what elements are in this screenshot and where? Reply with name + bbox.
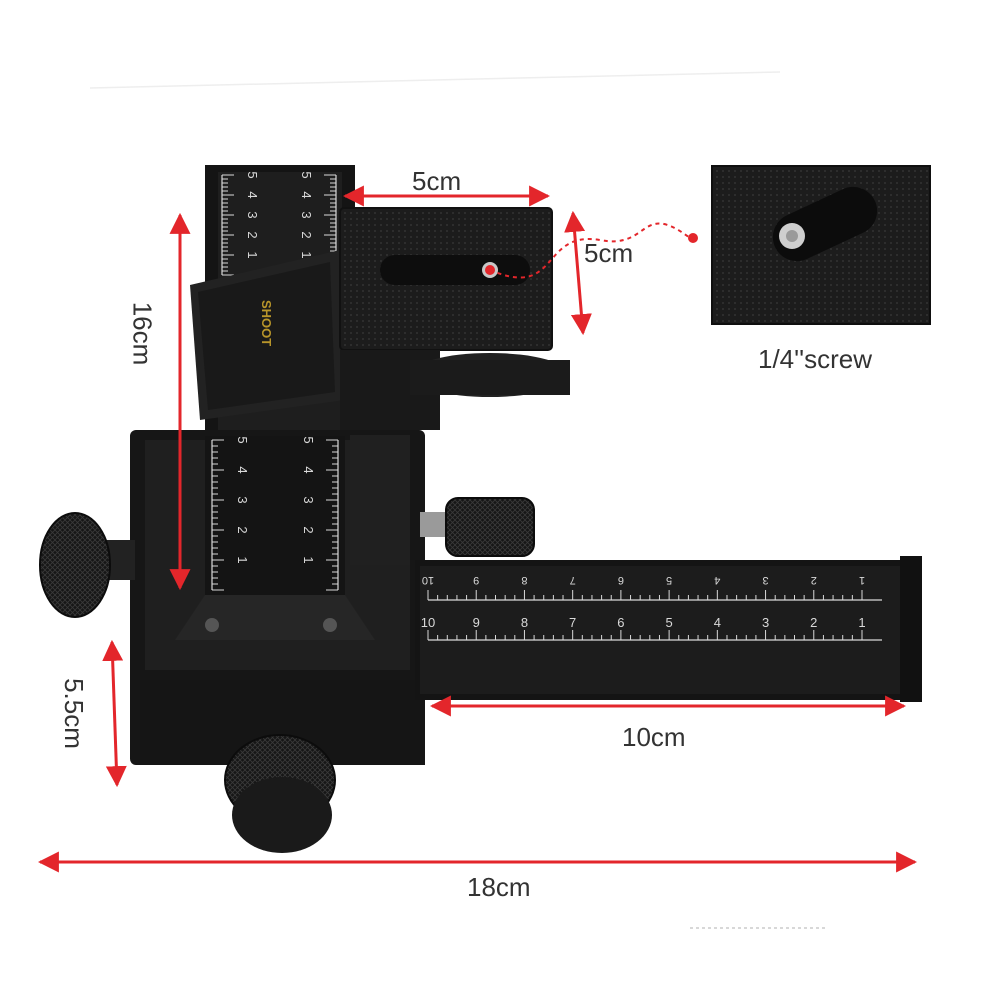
scale-tick-label: 6 (618, 574, 624, 586)
dimension-lines (37, 185, 918, 873)
scale-tick-label: 5 (245, 171, 260, 178)
scale-tick-label: 1 (859, 574, 865, 586)
scale-tick-label: 10 (422, 574, 434, 586)
main-block: 1 1 2 2 3 3 4 4 5 5 (130, 430, 425, 765)
connector-dot (485, 265, 495, 275)
scale-tick-label: 5 (301, 436, 316, 443)
scale-tick-label: 4 (299, 191, 314, 198)
connector-dot (688, 233, 698, 243)
label-rail-length: 10cm (622, 722, 686, 752)
bottom-knob-icon (224, 734, 336, 853)
scale-tick-label: 3 (762, 615, 769, 630)
right-knob-icon (420, 497, 535, 557)
scale-tick-label: 2 (245, 231, 260, 238)
scale-tick-label: 5 (235, 436, 250, 443)
hex-screw-icon (323, 618, 337, 632)
scale-tick-label: 3 (245, 211, 260, 218)
scale-tick-label: 2 (810, 615, 817, 630)
scale-tick-label: 1 (301, 556, 316, 563)
scale-tick-label: 7 (569, 615, 576, 630)
scale-tick-label: 1 (245, 251, 260, 258)
screw-slot (380, 255, 530, 285)
brand-logo: SHOOT (259, 300, 274, 346)
scale-tick-label: 3 (762, 574, 768, 586)
scale-tick-label: 9 (473, 615, 480, 630)
scale-tick-label: 5 (665, 615, 672, 630)
dim-line-plate-depth (564, 210, 592, 336)
scale-tick-label: 2 (235, 526, 250, 533)
scale-tick-label: 6 (617, 615, 624, 630)
scale-tick-label: 5 (299, 171, 314, 178)
scale-tick-label: 2 (811, 574, 817, 586)
label-total-width: 18cm (467, 872, 531, 902)
horizontal-rail-scale: 10 9 8 7 6 5 4 3 2 1 10 9 8 7 6 5 4 3 2 1 (421, 574, 882, 641)
scale-tick-label: 8 (521, 574, 527, 586)
scale-tick-label: 1 (299, 251, 314, 258)
guide-line (89, 71, 781, 89)
scale-tick-label: 4 (235, 466, 250, 473)
label-base-height: 5.5cm (58, 678, 89, 749)
scale-tick-label: 4 (714, 574, 720, 586)
scale-tick-label: 4 (245, 191, 260, 198)
scale-tick-label: 8 (521, 615, 528, 630)
scale-tick-label: 2 (299, 231, 314, 238)
scale-tick-label: 10 (421, 615, 435, 630)
left-knob-icon (39, 512, 135, 618)
scale-tick-label: 4 (301, 466, 316, 473)
scale-tick-label: 1 (858, 615, 865, 630)
scale-tick-label: 3 (235, 496, 250, 503)
label-vertical-length: 16cm (127, 301, 158, 366)
top-clamp-plate (190, 207, 570, 430)
dim-line-base-height (102, 639, 127, 788)
scale-tick-label: 2 (301, 526, 316, 533)
scale-tick-label: 3 (301, 496, 316, 503)
inset-caption: 1/4''screw (758, 344, 872, 374)
scale-tick-label: 5 (666, 574, 672, 586)
label-top-width: 5cm (412, 166, 462, 196)
scale-tick-label: 1 (235, 556, 250, 563)
inset-screw-image (711, 165, 931, 325)
connector-line (489, 222, 691, 279)
hex-screw-icon (205, 618, 219, 632)
label-plate-depth: 5cm (584, 238, 634, 268)
horizontal-rail: 10 9 8 7 6 5 4 3 2 1 10 9 8 7 6 5 4 3 2 1 (415, 556, 922, 702)
main-block-scale: 1 1 2 2 3 3 4 4 5 5 (211, 436, 339, 591)
scale-tick-label: 3 (299, 211, 314, 218)
scale-tick-label: 9 (473, 574, 479, 586)
scale-tick-label: 7 (570, 574, 576, 586)
scale-tick-label: 4 (714, 615, 721, 630)
